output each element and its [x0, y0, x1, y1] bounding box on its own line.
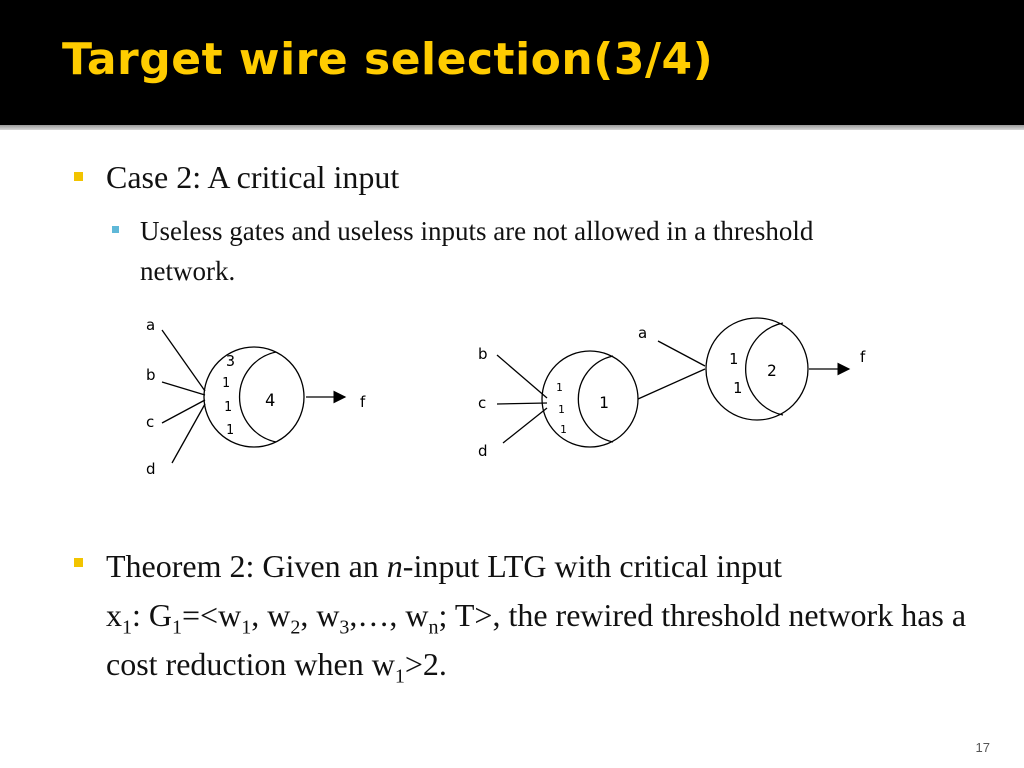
right-input-c: c [478, 394, 486, 412]
theorem-2-text: Theorem 2: Given an n-input LTG with cri… [106, 548, 967, 688]
right-input-b: b [478, 345, 488, 363]
bullet-square-icon [74, 558, 83, 567]
page-number: 17 [975, 740, 990, 755]
sub-bullet-square-icon [112, 226, 119, 233]
right-g1-weight-c: 1 [558, 403, 565, 416]
right-gate2-circle [705, 317, 809, 421]
sub-bullet-text: Useless gates and useless inputs are not… [140, 216, 814, 286]
left-weight-d: 1 [226, 423, 234, 438]
left-input-b: b [146, 366, 156, 384]
right-g1-weight-d: 1 [560, 423, 567, 436]
wire-gate1-to-gate2 [637, 368, 706, 400]
left-weight-c: 1 [224, 400, 232, 415]
slide-title: Target wire selection(3/4) [62, 34, 714, 85]
right-gate1-divider [577, 355, 614, 443]
right-gate2-divider [745, 322, 784, 416]
wire-a-right [657, 340, 706, 367]
left-threshold: 4 [265, 391, 275, 411]
left-input-c: c [146, 413, 154, 431]
left-output-f: f [360, 393, 366, 411]
left-input-d: d [146, 460, 156, 478]
right-input-a: a [638, 324, 647, 342]
wire-b-left [161, 381, 206, 396]
right-output-f: f [860, 348, 866, 366]
wire-b-right [496, 354, 548, 399]
wire-d-left [171, 403, 206, 464]
left-input-a: a [146, 316, 155, 334]
left-gate-circle [203, 346, 305, 448]
right-gate1-circle [541, 350, 639, 448]
right-input-d: d [478, 442, 488, 460]
right-g2-threshold: 2 [767, 361, 777, 380]
left-weight-a: 3 [226, 352, 235, 370]
bullet-case2: Case 2: A critical input [106, 159, 400, 195]
right-g2-weight-a: 1 [729, 350, 738, 368]
wire-a-left [161, 329, 206, 392]
wire-d-right [502, 407, 548, 444]
right-g2-weight-g1: 1 [733, 379, 742, 397]
left-weight-b: 1 [222, 376, 230, 391]
wire-c-left [161, 399, 206, 424]
right-g1-threshold: 1 [599, 393, 609, 412]
title-divider [0, 125, 1024, 130]
title-bar [0, 0, 1024, 125]
right-g1-weight-b: 1 [556, 381, 563, 394]
wire-c-right [496, 402, 548, 405]
left-gate-divider [238, 351, 277, 443]
bullet-square-icon [74, 172, 83, 181]
